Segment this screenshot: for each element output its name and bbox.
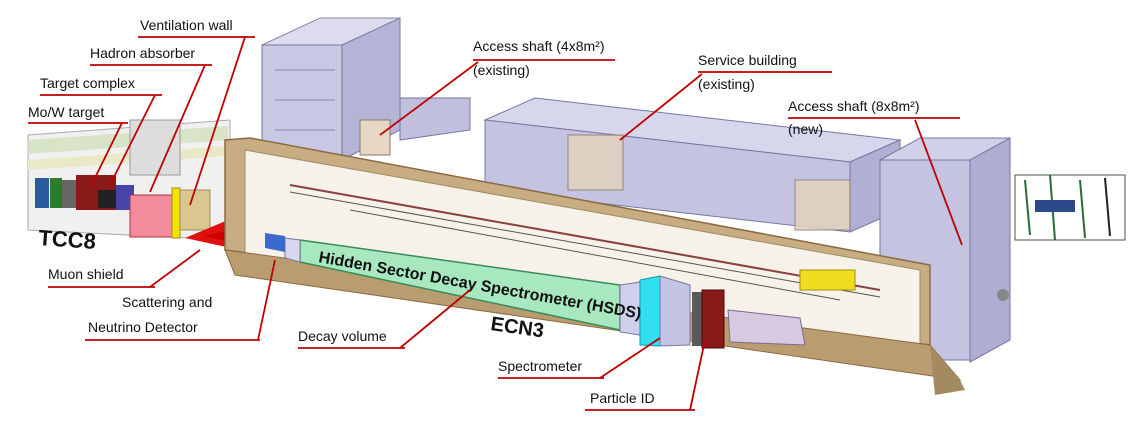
decay-volume-label: Decay volume: [298, 328, 387, 344]
ventilation-wall-label: Ventilation wall: [140, 17, 233, 33]
hadron-absorber-label: Hadron absorber: [90, 45, 196, 61]
access-shaft-new-label-line1: Access shaft (8x8m²): [788, 98, 920, 114]
surface-equipment: [997, 174, 1126, 301]
scattering-label-line1: Scattering and: [122, 294, 213, 310]
access-shaft-existing-label-line1: Access shaft (4x8m²): [473, 38, 605, 54]
service-building-label-line1: Service building: [698, 52, 797, 68]
target-complex-label: Target complex: [40, 75, 135, 91]
leader-lines: [28, 36, 963, 411]
access-shaft-new-label-line2: (new): [788, 121, 824, 137]
muon-shield-label: Muon shield: [48, 266, 124, 282]
access-shaft-existing-label-line2: (existing): [473, 62, 530, 78]
particle-id-label: Particle ID: [590, 390, 655, 406]
mo-w-target-label: Mo/W target: [28, 104, 105, 120]
spectrometer-label: Spectrometer: [498, 358, 583, 374]
tcc8-tunnel: [27, 119, 262, 250]
scattering-label-line2: Neutrino Detector: [88, 319, 198, 335]
access-shaft-existing-structure: [261, 17, 471, 161]
spectrometer-detector: [619, 275, 691, 347]
tcc8-text: TCC8: [38, 225, 97, 254]
service-building-label-line2: (existing): [698, 76, 755, 92]
particle-id-detector: [692, 269, 856, 349]
